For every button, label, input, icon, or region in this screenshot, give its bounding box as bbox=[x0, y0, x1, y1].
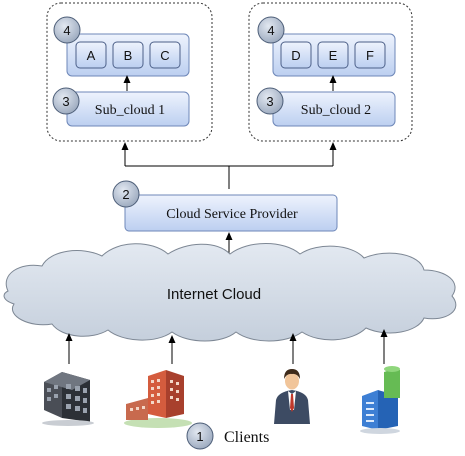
service-f-label: F bbox=[366, 48, 374, 63]
provider-badge-number: 2 bbox=[122, 187, 129, 202]
provider-box bbox=[124, 194, 338, 232]
hotel-building-icon bbox=[124, 370, 192, 428]
provider-label: Cloud Service Provider bbox=[166, 207, 298, 222]
subcloud-2-level-badge-number: 3 bbox=[266, 94, 273, 109]
service-b-label: B bbox=[124, 48, 133, 63]
clients-badge bbox=[186, 422, 214, 450]
subcloud-1-label: Sub_cloud 1 bbox=[95, 103, 165, 118]
office-building-icon bbox=[42, 372, 94, 426]
service-c-label: C bbox=[160, 48, 169, 63]
subcloud-2-services-badge bbox=[257, 16, 285, 44]
subcloud-1-level-badge-number: 3 bbox=[62, 94, 69, 109]
clients-badge-number: 1 bbox=[196, 429, 203, 444]
subcloud-1-services-badge-number: 4 bbox=[63, 23, 70, 38]
provider-badge bbox=[112, 180, 140, 208]
service-c-box bbox=[149, 41, 181, 69]
cloud-service-provider: Cloud Service Provider 2 bbox=[112, 180, 338, 232]
datacenter-building-icon bbox=[360, 366, 400, 434]
service-f-box bbox=[354, 41, 386, 69]
service-e-label: E bbox=[329, 48, 338, 63]
subcloud-2-services-badge-number: 4 bbox=[267, 23, 274, 38]
internet-cloud: Internet Cloud bbox=[3, 243, 457, 342]
subcloud-2-level-badge bbox=[256, 87, 284, 115]
person-icon bbox=[274, 369, 310, 424]
subcloud-2-label: Sub_cloud 2 bbox=[301, 103, 371, 118]
subcloud-1-level-badge bbox=[52, 87, 80, 115]
clients-label: Clients bbox=[224, 429, 269, 446]
internet-cloud-shape bbox=[3, 243, 457, 342]
service-b-box bbox=[112, 41, 144, 69]
service-a-label: A bbox=[87, 48, 96, 63]
service-a-box bbox=[75, 41, 107, 69]
service-d-label: D bbox=[291, 48, 300, 63]
service-d-box bbox=[280, 41, 312, 69]
provider-to-subclouds-connector bbox=[121, 142, 337, 189]
client-arrows bbox=[65, 329, 388, 364]
subcloud-1-services-badge bbox=[53, 16, 81, 44]
service-e-box bbox=[317, 41, 349, 69]
subcloud-2-group: D E F Sub_cloud 2 4 3 bbox=[248, 2, 413, 142]
subcloud-1-group: A B C Sub_cloud 1 4 3 bbox=[46, 2, 213, 142]
internet-cloud-label: Internet Cloud bbox=[167, 286, 261, 303]
